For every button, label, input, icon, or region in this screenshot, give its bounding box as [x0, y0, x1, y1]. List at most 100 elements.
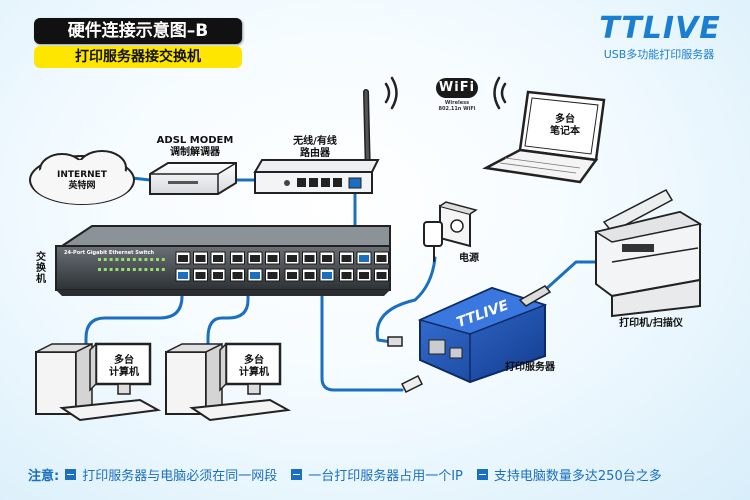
computer-2-icon [165, 342, 292, 422]
switch-port-socket [195, 255, 206, 262]
pc1-label-line2: 计算机 [109, 367, 139, 378]
switch-led [103, 268, 107, 271]
pc2-label: 多台 计算机 [230, 355, 278, 379]
brand-tagline: USB多功能打印服务器 [603, 48, 715, 61]
page-subtitle: 打印服务器接交换机 [34, 46, 242, 68]
power-label: 电源 [459, 253, 479, 264]
switch-port-socket [195, 272, 206, 279]
laptop-label-line1: 多台 [555, 114, 575, 125]
switch-led [98, 268, 101, 271]
switch-led [150, 258, 154, 261]
switch-led [121, 268, 125, 271]
switch-port-socket [322, 255, 332, 262]
footer-note-2-text: 一台打印服务器占用一个IP [308, 468, 463, 484]
switch-led [161, 258, 165, 261]
switch-led [132, 258, 136, 261]
switch-led [115, 258, 119, 261]
switch-port-socket [376, 272, 387, 279]
note-bullet-icon [291, 468, 303, 480]
network-cables [84, 176, 607, 392]
switch-led [121, 258, 125, 261]
power-adapter-icon [387, 201, 478, 347]
switch-port-socket [304, 255, 315, 262]
modem-label: ADSL MODEM 调制解调器 [150, 135, 240, 159]
internet-cloud-icon [29, 150, 135, 205]
switch-port-socket [213, 272, 223, 279]
switch-led [138, 258, 142, 261]
wifi-caption: Wireless 802.11n WiFi [428, 100, 486, 112]
switch-port-socket [267, 272, 278, 279]
switch-led [156, 258, 159, 261]
switch-port-socket [287, 272, 297, 279]
cable-power [375, 256, 437, 344]
switch-led [144, 268, 148, 271]
laptop-label: 多台 笔记本 [540, 114, 590, 138]
internet-label: INTERNET 英特网 [36, 170, 128, 192]
switch-led [109, 268, 113, 271]
modem-label-line2: 调制解调器 [170, 147, 220, 158]
footer-label: 注意: [28, 468, 60, 484]
switch-led [103, 258, 107, 261]
printer-label: 打印机/扫描仪 [619, 318, 683, 329]
cable-internet-modem [130, 176, 152, 182]
switch-port-socket [178, 272, 188, 279]
computer-1-icon [35, 342, 162, 422]
cable-switch-server [320, 268, 404, 392]
modem-label-line1: ADSL MODEM [156, 135, 234, 146]
pc1-label-line1: 多台 [114, 355, 134, 366]
switch-port-socket [232, 255, 243, 262]
page-title: 硬件连接示意图–B [34, 18, 242, 44]
footer-note-1-text: 打印服务器与电脑必须在同一网段 [82, 468, 278, 484]
switch-led [98, 258, 101, 261]
switch-port-socket [250, 255, 260, 262]
adsl-modem-icon [149, 162, 237, 195]
switch-led [156, 268, 159, 271]
switch-led [132, 268, 136, 271]
footer-note-3-text: 支持电脑数量多达250台之多 [493, 468, 662, 484]
footer-note-2: 一台打印服务器占用一个IP [291, 465, 463, 484]
switch-port-socket [341, 272, 352, 279]
switch-port-socket [322, 272, 332, 279]
pc1-label: 多台 计算机 [100, 355, 148, 379]
footer-note-3: 支持电脑数量多达250台之多 [476, 465, 662, 484]
laptop-icon [482, 90, 606, 184]
switch-port-socket [341, 255, 352, 262]
switch-led [161, 268, 165, 271]
network-switch-icon [55, 225, 391, 296]
print-server-label: 打印服务器 [505, 362, 555, 373]
switch-port-socket [250, 272, 260, 279]
wifi-caption-line2: 802.11n WiFi [438, 106, 476, 112]
switch-port-socket [304, 272, 315, 279]
footer-notes: 注意: 打印服务器与电脑必须在同一网段 一台打印服务器占用一个IP 支持电脑数量… [28, 465, 676, 484]
pc2-label-line2: 计算机 [239, 367, 269, 378]
brand-logo: TTLIVE [599, 11, 721, 46]
switch-led [127, 268, 130, 271]
laptop-label-line2: 笔记本 [550, 126, 580, 137]
switch-led [150, 268, 154, 271]
cable-switch-pc1 [84, 268, 184, 352]
router-label-line2: 路由器 [300, 148, 330, 159]
switch-port-socket [178, 255, 188, 262]
note-bullet-icon [476, 468, 488, 480]
switch-led [109, 258, 113, 261]
note-bullet-icon [65, 468, 77, 480]
wifi-badge: WiFi [436, 78, 478, 98]
print-server-icon: TTLIVE [400, 285, 552, 394]
wifi-caption-line1: Wireless [444, 100, 470, 106]
pc2-label-line1: 多台 [244, 355, 264, 366]
switch-port-socket [359, 272, 369, 279]
switch-port-socket [359, 255, 369, 262]
footer-note-1: 打印服务器与电脑必须在同一网段 [65, 465, 277, 484]
switch-model-label: 24-Port Gigabit Ethernet Switch [64, 250, 155, 256]
switch-led [138, 268, 142, 271]
switch-port-socket [287, 255, 297, 262]
internet-label-line2: 英特网 [68, 181, 96, 191]
printer-scanner-icon [594, 189, 703, 318]
router-label: 无线/有线 路由器 [285, 136, 345, 160]
switch-port-socket [376, 255, 387, 262]
switch-led [115, 268, 119, 271]
router-label-line1: 无线/有线 [293, 136, 337, 147]
cable-switch-pc2 [206, 268, 250, 352]
